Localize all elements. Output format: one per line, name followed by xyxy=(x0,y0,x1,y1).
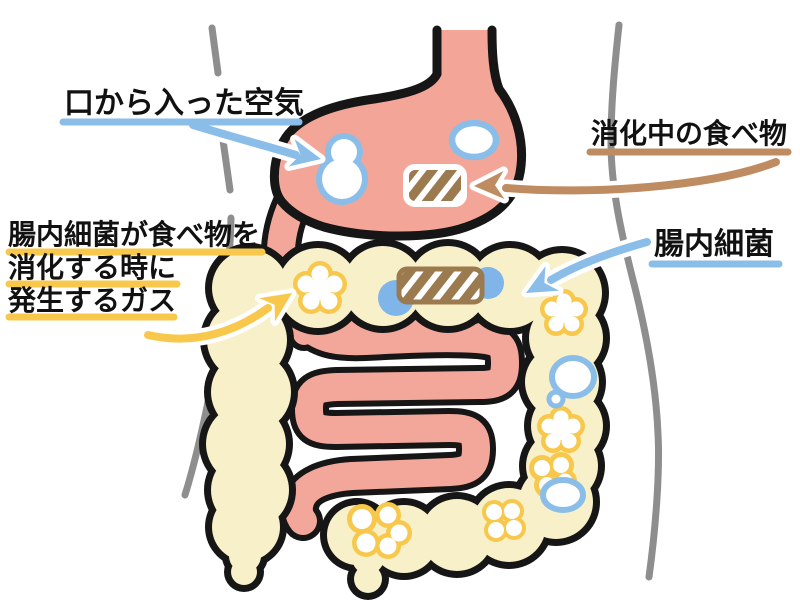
food-label: 消化中の食べ物 xyxy=(591,117,787,149)
bacteria-label: 腸内細菌 xyxy=(654,228,774,261)
annotation-arrows xyxy=(139,116,785,348)
food-chunk-stomach-icon xyxy=(403,164,467,207)
gas-label-line2: 消化する時に xyxy=(8,252,176,283)
gas-bubble-blue-icon xyxy=(540,477,586,513)
stomach-air-bubbles xyxy=(316,119,500,205)
stomach-outline xyxy=(269,25,527,241)
colon-air-bubbles xyxy=(540,355,597,513)
gas-bubble-blue-small-icon xyxy=(546,389,566,409)
air-bubble-oval-icon xyxy=(448,119,500,161)
label-underlines xyxy=(5,118,792,321)
body-outline-right-line xyxy=(607,21,663,581)
gas-label-line3: 発生するガス xyxy=(7,285,176,316)
gas-clouds-fill xyxy=(297,265,584,555)
air-bubble-snowman-icon xyxy=(316,133,368,205)
annotation-labels: 口から入った空気 消化中の食べ物 腸内細菌が食べ物を 消化する時に 発生するガス… xyxy=(7,87,787,316)
food-arrow-icon xyxy=(474,153,785,200)
gas-arrow-icon xyxy=(139,281,300,348)
air-arrow-icon xyxy=(184,116,324,173)
bacteria-arrow-icon xyxy=(519,233,656,305)
gas-bubble-blue-icon xyxy=(549,355,597,399)
gas-label-line1: 腸内細菌が食べ物を xyxy=(8,218,260,250)
food-chunk-colon-icon xyxy=(396,266,485,305)
gas-clouds xyxy=(293,261,588,559)
air-label: 口から入った空気 xyxy=(64,87,304,120)
body-outline-left-line xyxy=(208,24,222,77)
